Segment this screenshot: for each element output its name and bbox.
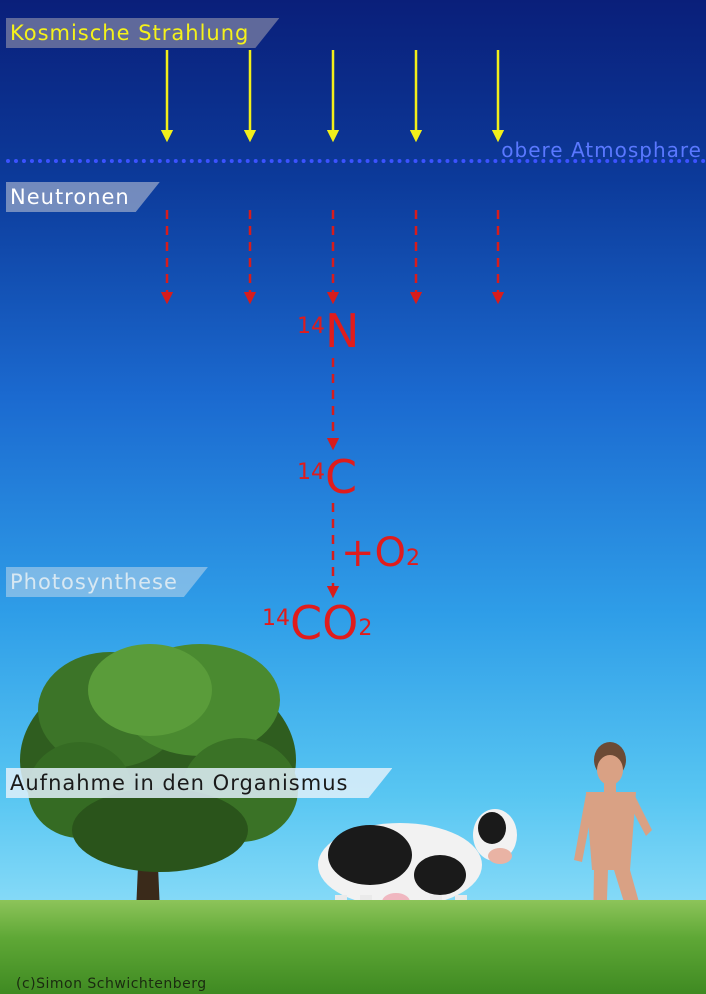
carbon-mass-number: 14	[297, 460, 325, 485]
nitrogen-mass-number: 14	[297, 314, 325, 339]
neutron-arrows	[167, 210, 498, 298]
copyright-text: (c)Simon Schwichtenberg	[16, 976, 207, 992]
cosmic-ray-arrows	[167, 50, 498, 136]
nitrogen-14-label: 14N	[297, 308, 359, 354]
cosmic-radiation-label: Kosmische Strahlung	[6, 18, 279, 48]
plus-oxygen-prefix: +O	[341, 530, 406, 576]
carbon-dioxide-14-label: 14CO2	[262, 600, 372, 646]
oxygen-subscript: 2	[406, 546, 420, 571]
carbon-symbol: C	[325, 450, 357, 504]
plus-oxygen-label: +O2	[341, 530, 420, 576]
nitrogen-symbol: N	[325, 304, 359, 358]
co2-subscript: 2	[358, 616, 372, 641]
co2-mass-number: 14	[262, 606, 290, 631]
uptake-organism-label: Aufnahme in den Organismus	[6, 768, 392, 798]
photosynthesis-label: Photosynthese	[6, 567, 208, 597]
carbon-14-label: 14C	[297, 454, 357, 500]
neutrons-label: Neutronen	[6, 182, 160, 212]
upper-atmosphere-label: obere Atmosphare	[501, 138, 702, 162]
co2-symbol: CO	[290, 596, 358, 650]
